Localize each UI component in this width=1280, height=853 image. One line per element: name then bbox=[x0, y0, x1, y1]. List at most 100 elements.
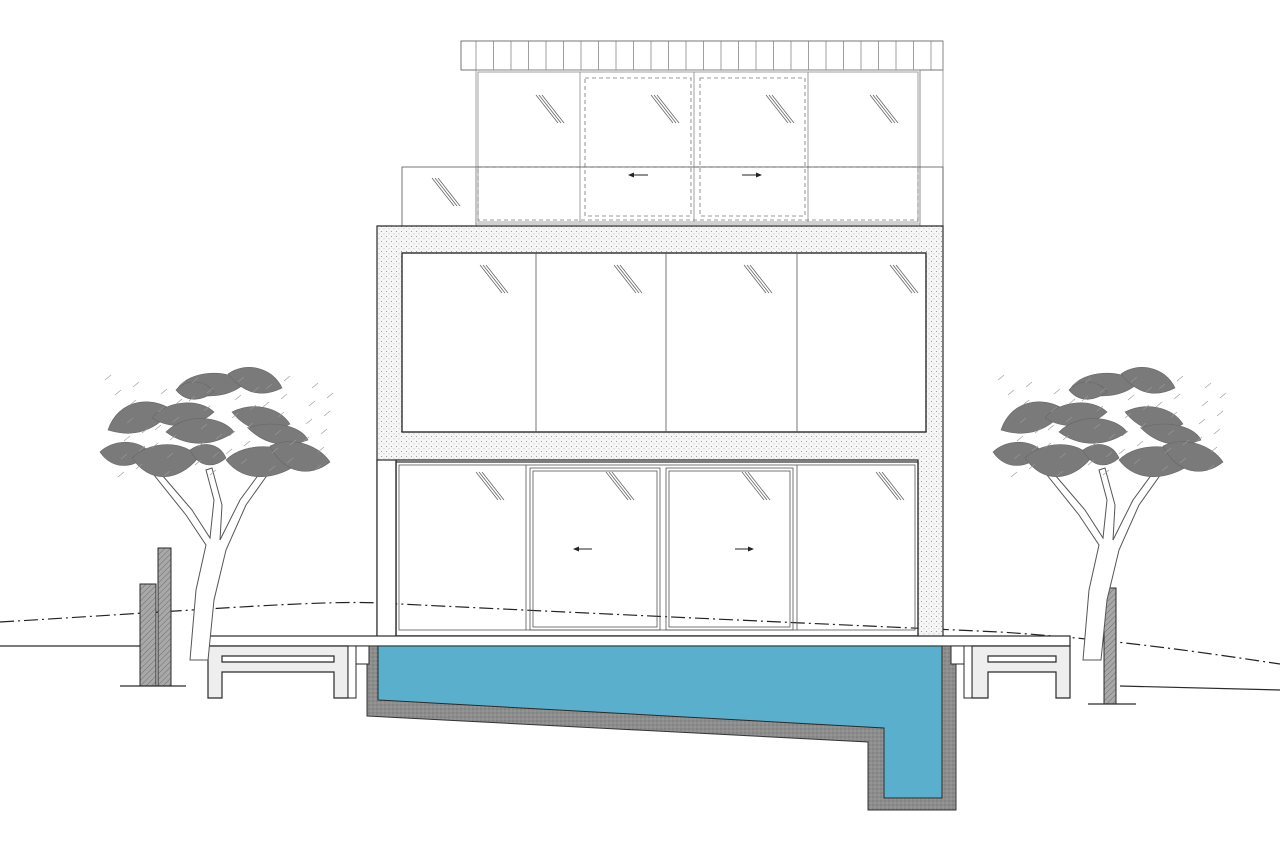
leaf-hatch-stroke bbox=[1179, 457, 1187, 464]
leaf-hatch-stroke bbox=[1081, 395, 1089, 402]
deck-slab bbox=[207, 635, 1071, 647]
leaf-hatch-stroke bbox=[305, 418, 313, 425]
leaf-hatch-stroke bbox=[1096, 405, 1104, 412]
leaf-hatch-stroke bbox=[1124, 412, 1132, 419]
leaf-hatch-stroke bbox=[209, 469, 217, 476]
leaf-hatch-stroke bbox=[265, 383, 273, 390]
leaf-hatch-stroke bbox=[1130, 376, 1138, 383]
leaf-hatch-stroke bbox=[1031, 445, 1039, 452]
glass-glint-mark bbox=[869, 94, 899, 124]
boundary-post-left bbox=[120, 547, 186, 687]
swimming-pool bbox=[354, 645, 966, 811]
leaf-hatch-stroke bbox=[317, 446, 325, 453]
leaf-hatch-stroke bbox=[1198, 418, 1206, 425]
glass-reflection-marks bbox=[431, 94, 919, 501]
leaf-hatch-stroke bbox=[132, 381, 140, 388]
glass-glint-mark bbox=[765, 94, 795, 124]
leaf-hatch-stroke bbox=[326, 392, 334, 399]
ground-profile bbox=[0, 601, 1280, 691]
glass-glint-mark bbox=[741, 471, 771, 501]
leaf-hatch-stroke bbox=[1013, 453, 1021, 460]
roof-slats-band bbox=[460, 40, 944, 71]
tree-leaf-cluster bbox=[1140, 423, 1202, 445]
leaf-hatch-stroke bbox=[1065, 416, 1073, 423]
leaf-hatch-stroke bbox=[175, 398, 183, 405]
roof-slats bbox=[475, 41, 932, 70]
leaf-hatch-stroke bbox=[1121, 430, 1129, 437]
leaf-hatch-stroke bbox=[172, 416, 180, 423]
leaf-hatch-stroke bbox=[249, 404, 257, 411]
tree-right bbox=[992, 367, 1227, 661]
leaf-hatch-stroke bbox=[215, 433, 223, 440]
glass-glint-mark bbox=[475, 471, 505, 501]
leaf-hatch-stroke bbox=[280, 393, 288, 400]
leaf-hatch-stroke bbox=[1062, 434, 1070, 441]
leaf-hatch-stroke bbox=[138, 445, 146, 452]
glass-glint-mark bbox=[479, 264, 509, 294]
leaf-hatch-stroke bbox=[200, 423, 208, 430]
leaf-hatch-stroke bbox=[1019, 417, 1027, 424]
tree-left bbox=[99, 367, 334, 661]
slide-right-arrow-icon bbox=[742, 172, 762, 178]
leaf-hatch-stroke bbox=[1158, 383, 1166, 390]
leaf-hatch-stroke bbox=[1176, 375, 1184, 382]
leaf-hatch-stroke bbox=[302, 436, 310, 443]
leaf-hatch-stroke bbox=[240, 458, 248, 465]
leaf-hatch-stroke bbox=[194, 459, 202, 466]
bench-left bbox=[207, 645, 357, 699]
leaf-hatch-stroke bbox=[277, 411, 285, 418]
tree-leaf-cluster bbox=[189, 444, 227, 466]
left-column-plain bbox=[376, 459, 397, 641]
leaf-hatch-stroke bbox=[1087, 459, 1095, 466]
leaf-hatch-stroke bbox=[1139, 422, 1147, 429]
leaf-hatch-stroke bbox=[1047, 424, 1055, 431]
leaf-hatch-stroke bbox=[135, 463, 143, 470]
leaf-hatch-stroke bbox=[1213, 428, 1221, 435]
tree-leaf-cluster bbox=[175, 381, 215, 400]
leaf-hatch-stroke bbox=[1127, 394, 1135, 401]
leaf-hatch-stroke bbox=[212, 451, 220, 458]
leaf-hatch-stroke bbox=[1207, 464, 1215, 471]
leaf-hatch-stroke bbox=[157, 406, 165, 413]
leaf-hatch-stroke bbox=[1071, 380, 1079, 387]
leaf-hatch-stroke bbox=[1059, 452, 1067, 459]
leaf-hatch-stroke bbox=[206, 387, 214, 394]
leaf-hatch-stroke bbox=[1022, 399, 1030, 406]
leaf-hatch-stroke bbox=[191, 377, 199, 384]
glass-glint-mark bbox=[743, 264, 773, 294]
leaf-hatch-stroke bbox=[271, 447, 279, 454]
leaf-hatch-stroke bbox=[1007, 389, 1015, 396]
leaf-hatch-stroke bbox=[311, 382, 319, 389]
leaf-hatch-stroke bbox=[1025, 381, 1033, 388]
leaf-hatch-stroke bbox=[1084, 377, 1092, 384]
glass-glint-mark bbox=[431, 177, 461, 207]
leaf-hatch-stroke bbox=[160, 388, 168, 395]
leaf-hatch-stroke bbox=[243, 440, 251, 447]
bench-right bbox=[963, 645, 1071, 699]
leaf-hatch-stroke bbox=[1204, 382, 1212, 389]
tree-leaf-cluster bbox=[269, 441, 331, 472]
leaf-hatch-stroke bbox=[320, 428, 328, 435]
leaf-hatch-stroke bbox=[252, 386, 260, 393]
tree-leaf-cluster bbox=[1068, 381, 1108, 400]
pool-coping-left bbox=[354, 645, 370, 665]
terrace-deck bbox=[207, 635, 1071, 647]
leaf-hatch-stroke bbox=[314, 464, 322, 471]
leaf-hatch-stroke bbox=[997, 374, 1005, 381]
leaf-hatch-stroke bbox=[1142, 404, 1150, 411]
leaf-hatch-stroke bbox=[203, 405, 211, 412]
leaf-hatch-stroke bbox=[154, 424, 162, 431]
leaf-hatch-stroke bbox=[1010, 471, 1018, 478]
ground-line-right bbox=[1119, 685, 1280, 691]
leaf-hatch-stroke bbox=[274, 429, 282, 436]
leaf-hatch-stroke bbox=[1053, 388, 1061, 395]
leaf-hatch-stroke bbox=[1093, 423, 1101, 430]
slide-left-arrow-icon bbox=[628, 172, 648, 178]
leaf-hatch-stroke bbox=[1164, 447, 1172, 454]
leaf-hatch-stroke bbox=[123, 435, 131, 442]
leaf-hatch-stroke bbox=[1173, 393, 1181, 400]
glass-glint-mark bbox=[605, 471, 635, 501]
existing-terrain-dashdot-line bbox=[0, 601, 1280, 665]
leaf-hatch-stroke bbox=[126, 417, 134, 424]
